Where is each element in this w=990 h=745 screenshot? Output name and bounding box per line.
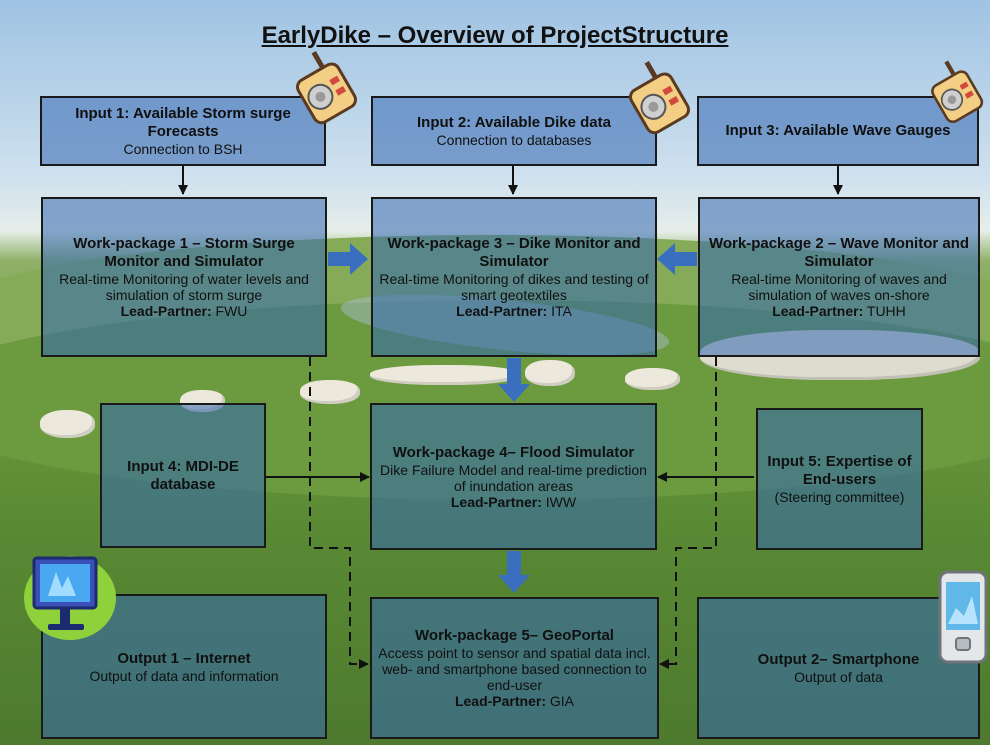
wp3-lead-partner: ITA: [551, 303, 572, 319]
wp4-text: Dike Failure Model and real-time predict…: [380, 461, 647, 494]
output1-heading: Output 1 – Internet: [117, 649, 251, 667]
wp1-text: Real-time Monitoring of water levels and…: [59, 271, 309, 303]
wp5-heading: Work-package 5– GeoPortal: [415, 627, 614, 644]
input4-heading: Input 4: MDI-DE database: [127, 457, 239, 493]
input2-box: Input 2: Available Dike data Connection …: [371, 96, 657, 166]
wp1-lead-label: Lead-Partner:: [120, 303, 212, 319]
wp5-lead-partner: GIA: [549, 693, 575, 709]
diagram-title: EarlyDike – Overview of ProjectStructure: [261, 22, 729, 49]
wp2-text: Real-time Monitoring of waves and simula…: [731, 271, 947, 303]
input2-heading: Input 2: Available Dike data: [417, 114, 611, 131]
output2-heading: Output 2– Smartphone: [757, 651, 920, 668]
wp4-box: Work-package 4– Flood Simulator Dike Fai…: [370, 403, 657, 550]
radio-sensor-icon: [296, 50, 357, 125]
wp5-text: Access point to sensor and spatial data …: [378, 645, 651, 693]
sheep: [525, 360, 575, 386]
wp3-lead-label: Lead-Partner:: [456, 303, 548, 319]
wp5-lead-label: Lead-Partner:: [454, 693, 546, 709]
sheep: [625, 368, 680, 390]
wp1-lead-partner: FWU: [215, 303, 248, 319]
wp1-heading: Work-package 1 – Storm Surge Monitor and…: [73, 235, 295, 270]
dashed-wp1-wp5: [309, 357, 369, 669]
radio-sensor-icon: [629, 60, 690, 135]
output1-text: Output of data and information: [89, 667, 279, 684]
input3-box: Input 3: Available Wave Gauges: [697, 96, 979, 166]
wp2-heading: Work-package 2 – Wave Monitor and Simula…: [708, 235, 970, 270]
wp3-text: Real-time Monitoring of dikes and testin…: [379, 271, 649, 303]
wp1-lead: Lead-Partner: FWU: [121, 303, 248, 319]
radio-sensor-icon: [931, 60, 984, 124]
blue-arrow-wp3-wp4: [498, 358, 530, 402]
wp2-lead-partner: TUHH: [866, 303, 906, 319]
dashed-wp2-wp5: [659, 357, 717, 669]
wp5-box: Work-package 5– GeoPortal Access point t…: [370, 597, 659, 739]
wp3-box: Work-package 3 – Dike Monitor and Simula…: [371, 197, 657, 357]
input1-heading: Input 1: Available Storm surge Forecasts: [75, 105, 291, 140]
blue-arrow-wp4-wp5: [498, 551, 530, 593]
output2-text: Output of data: [794, 669, 883, 685]
output2-box: Output 2– Smartphone Output of data: [697, 597, 980, 739]
sheep-flock: [370, 365, 520, 385]
input5-text: (Steering committee): [774, 489, 905, 505]
wp4-lead-label: Lead-Partner:: [450, 493, 542, 510]
wp2-lead-label: Lead-Partner:: [772, 303, 864, 319]
input4-box: Input 4: MDI-DE database: [100, 403, 266, 548]
input5-box: Input 5: Expertise of End-users (Steerin…: [756, 408, 923, 550]
wp2-lead: Lead-Partner: TUHH: [772, 303, 906, 319]
wp3-heading: Work-package 3 – Dike Monitor and Simula…: [387, 235, 641, 270]
input2-text: Connection to databases: [436, 132, 592, 148]
input1-box: Input 1: Available Storm surge Forecasts…: [40, 96, 326, 166]
input3-heading: Input 3: Available Wave Gauges: [725, 122, 951, 139]
blue-arrow-wp1-wp3: [328, 243, 368, 275]
wp2-box: Work-package 2 – Wave Monitor and Simula…: [698, 197, 980, 357]
wp1-box: Work-package 1 – Storm Surge Monitor and…: [41, 197, 327, 357]
smartphone-icon: [938, 570, 988, 664]
wp4-lead: Lead-Partner: IWW: [451, 494, 576, 510]
sheep: [40, 410, 95, 438]
wp3-lead: Lead-Partner: ITA: [456, 303, 572, 319]
blue-arrow-wp2-wp3: [657, 243, 697, 275]
wp4-heading: Work-package 4– Flood Simulator: [392, 443, 635, 461]
monitor-icon: [24, 556, 116, 640]
wp4-lead-partner: IWW: [545, 493, 577, 510]
input5-heading: Input 5: Expertise of End-users: [767, 453, 912, 488]
wp5-lead: Lead-Partner: GIA: [455, 693, 574, 709]
input1-text: Connection to BSH: [123, 141, 243, 157]
